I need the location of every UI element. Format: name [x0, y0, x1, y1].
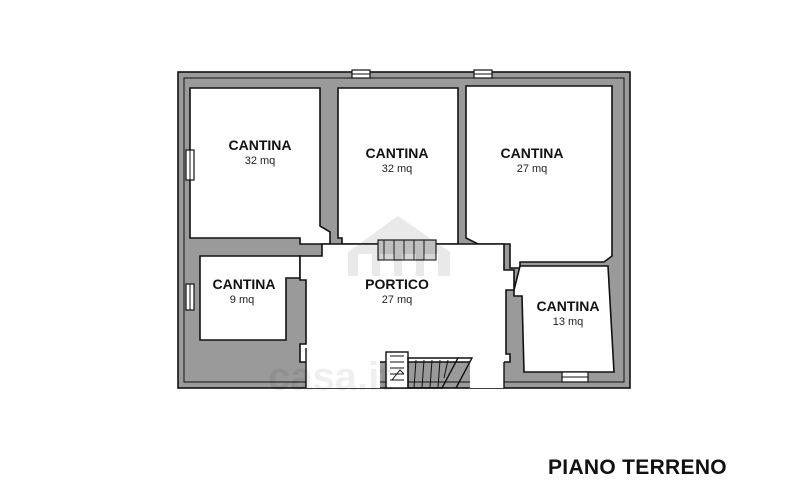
room-label-name: PORTICO: [365, 276, 429, 292]
watermark-house-icon: [348, 216, 450, 276]
staircase-icon: [385, 351, 474, 389]
room-label-name: CANTINA: [501, 145, 564, 161]
window-icon: [185, 69, 589, 383]
room-label-name: CANTINA: [213, 276, 276, 292]
room-cantina-ne: [465, 85, 613, 269]
room-label-name: CANTINA: [229, 137, 292, 153]
room-cantina-se: [513, 265, 615, 373]
watermark-text: casa.it: [268, 355, 393, 399]
room-portico: [299, 243, 515, 363]
room-label-area: 13 mq: [553, 316, 584, 328]
room-label-area: 27 mq: [517, 163, 548, 175]
room-label-name: CANTINA: [366, 145, 429, 161]
room-label-area: 32 mq: [382, 163, 413, 175]
room-label-area: 32 mq: [245, 155, 276, 167]
room-label-area: 9 mq: [230, 294, 254, 306]
room-label-area: 27 mq: [382, 294, 413, 306]
room-label-name: CANTINA: [537, 298, 600, 314]
floor-label: PIANO TERRENO: [548, 456, 727, 479]
